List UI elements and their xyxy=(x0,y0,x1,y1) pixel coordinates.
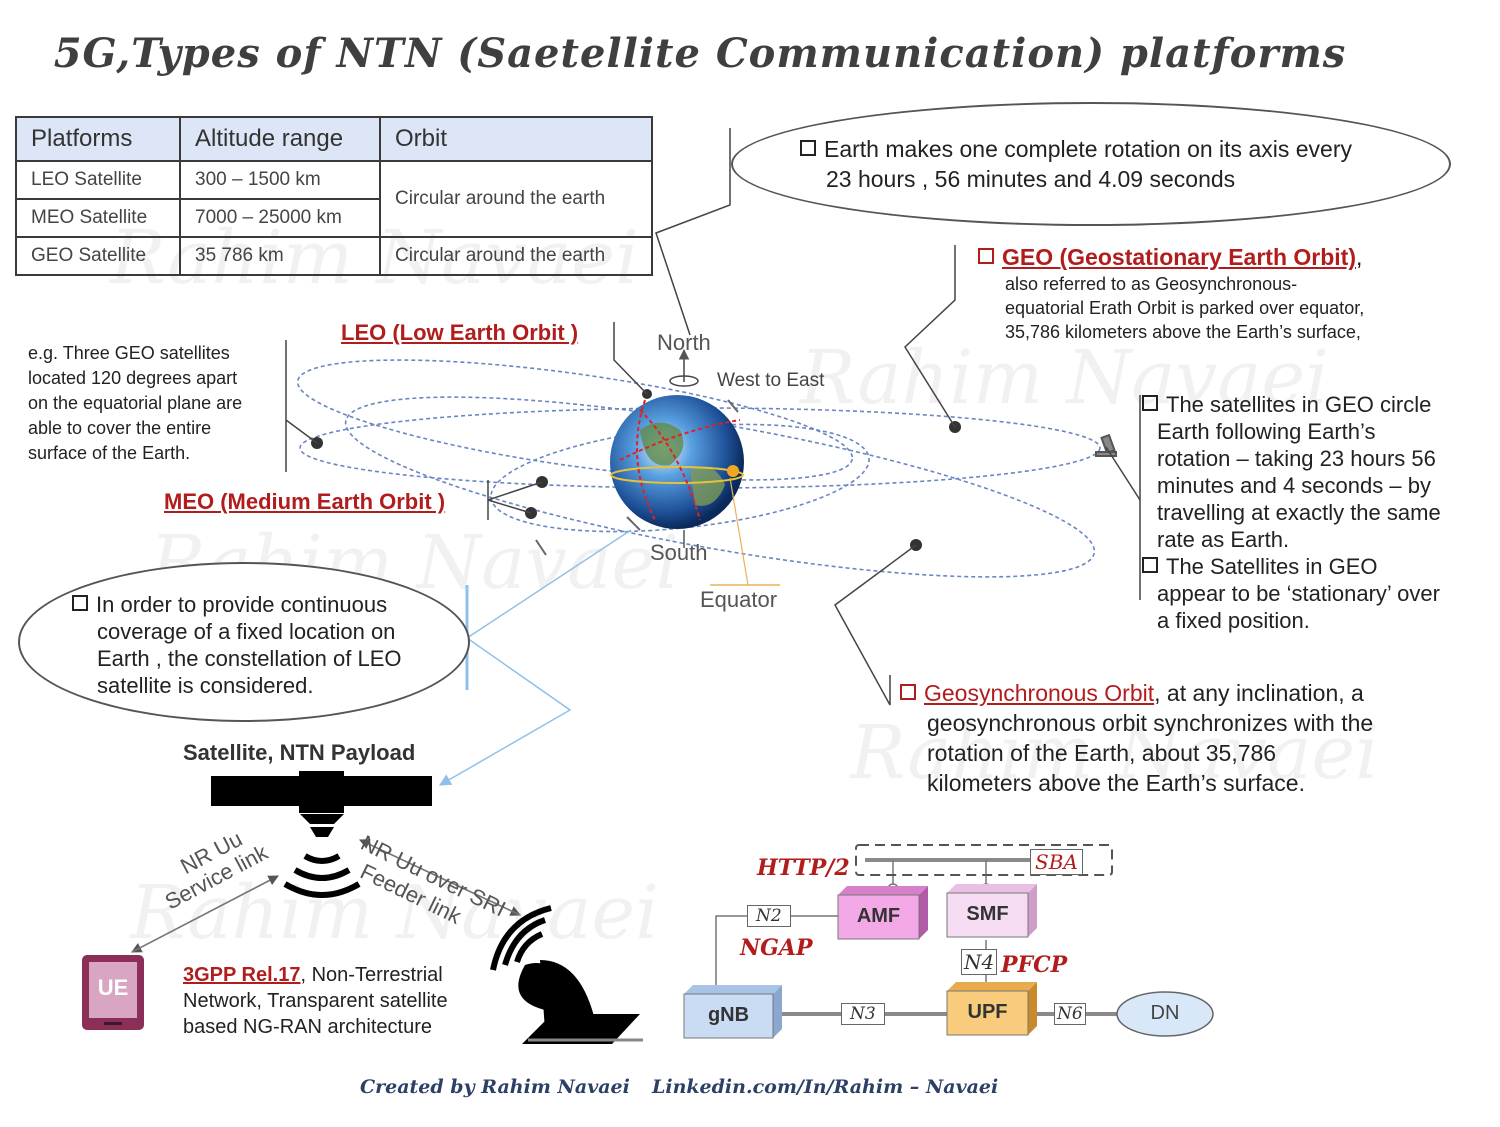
table-cell-orbit: Circular around the earth xyxy=(379,160,653,238)
footer-linkedin: Linkedin.com/In/Rahim – Navaei xyxy=(652,1076,999,1098)
watermark: Rahim Navaei xyxy=(130,870,659,956)
geosync-text: Geosynchronous Orbit, at any inclination… xyxy=(900,678,1373,798)
earth-rotation-callout xyxy=(731,102,1451,226)
platform-table: Platforms Altitude range Orbit LEO Satel… xyxy=(15,116,653,276)
n2-label: N2 xyxy=(747,905,791,927)
table-header-orbit: Orbit xyxy=(379,116,653,162)
table-cell-altitude: 35 786 km xyxy=(179,236,381,276)
table-cell-platform: MEO Satellite xyxy=(15,198,181,238)
equator-label: Equator xyxy=(700,587,778,612)
dn-cloud xyxy=(1116,991,1214,1037)
table-cell-platform: LEO Satellite xyxy=(15,160,181,200)
ue-label: UE xyxy=(97,975,129,1000)
amf-box xyxy=(837,886,928,940)
table-cell-platform: GEO Satellite xyxy=(15,236,181,276)
geo-circle-text: The satellites in GEO circle Earth follo… xyxy=(1142,391,1441,634)
bullet-icon xyxy=(900,684,916,700)
page-title: 5G,Types of NTN (Saetellite Communicatio… xyxy=(53,30,1347,77)
watermark: Rahim Navaei xyxy=(850,710,1379,796)
leo-label: LEO (Low Earth Orbit ) xyxy=(341,320,579,345)
table-header-platforms: Platforms xyxy=(15,116,181,162)
ntn-satellite-icon xyxy=(211,771,432,898)
table-cell-altitude: 7000 – 25000 km xyxy=(179,198,381,238)
sba-label: SBA xyxy=(1030,849,1083,875)
bullet-icon xyxy=(72,595,88,611)
http2-label: HTTP/2 xyxy=(757,855,850,881)
geo-heading-title: GEO (Geostationary Earth Orbit) xyxy=(1002,244,1356,270)
n4-label: N4 xyxy=(961,949,998,975)
amf-label: AMF xyxy=(856,905,901,927)
watermark: Rahim Navaei xyxy=(800,335,1329,421)
west-east-label: West to East xyxy=(717,370,825,391)
table-header-altitude: Altitude range xyxy=(179,116,381,162)
geo-satellite-icon xyxy=(1095,433,1117,457)
table-cell-altitude: 300 – 1500 km xyxy=(179,160,381,200)
leo-constellation-text: In order to provide continuous coverage … xyxy=(72,591,402,699)
bullet-icon xyxy=(1142,557,1158,573)
geosync-title: Geosynchronous Orbit xyxy=(924,680,1155,706)
gnb-box xyxy=(683,985,782,1039)
ngap-label: NGAP xyxy=(740,935,813,961)
leo-constellation-callout xyxy=(18,562,470,722)
rel17-link: 3GPP Rel.17 xyxy=(183,964,301,986)
dn-label: DN xyxy=(1150,1002,1180,1024)
footer-credit: Created by Rahim Navaei xyxy=(360,1076,630,1098)
meo-label: MEO (Medium Earth Orbit ) xyxy=(164,489,446,514)
pfcp-label: PFCP xyxy=(1001,952,1068,978)
leo-orbit xyxy=(296,359,854,481)
rel17-text: 3GPP Rel.17, Non-Terrestrial Network, Tr… xyxy=(183,964,448,1038)
ground-station-icon xyxy=(490,905,643,1044)
north-label: North xyxy=(657,330,711,355)
upf-box xyxy=(946,982,1037,1036)
gnb-label: gNB xyxy=(707,1004,750,1026)
smf-label: SMF xyxy=(966,903,1009,925)
payload-label: Satellite, NTN Payload xyxy=(183,740,416,765)
geo-heading: GEO (Geostationary Earth Orbit), xyxy=(978,242,1362,272)
bullet-icon xyxy=(800,140,816,156)
ue-device-icon xyxy=(82,955,144,1030)
geo-description: also referred to as Geosynchronous- equa… xyxy=(1005,274,1365,342)
inclined-orbit xyxy=(344,396,1096,578)
bullet-icon xyxy=(978,248,994,264)
table-cell-orbit: Circular around the earth xyxy=(379,236,653,276)
n6-label: N6 xyxy=(1054,1003,1086,1025)
geo-coverage-note: e.g. Three GEO satellites located 120 de… xyxy=(28,343,243,463)
south-label: South xyxy=(650,540,708,565)
smf-box xyxy=(946,884,1037,938)
n3-label: N3 xyxy=(841,1003,885,1025)
bullet-icon xyxy=(1142,395,1158,411)
upf-label: UPF xyxy=(967,1001,1008,1023)
earth-rotation-text: Earth makes one complete rotation on its… xyxy=(800,134,1352,194)
